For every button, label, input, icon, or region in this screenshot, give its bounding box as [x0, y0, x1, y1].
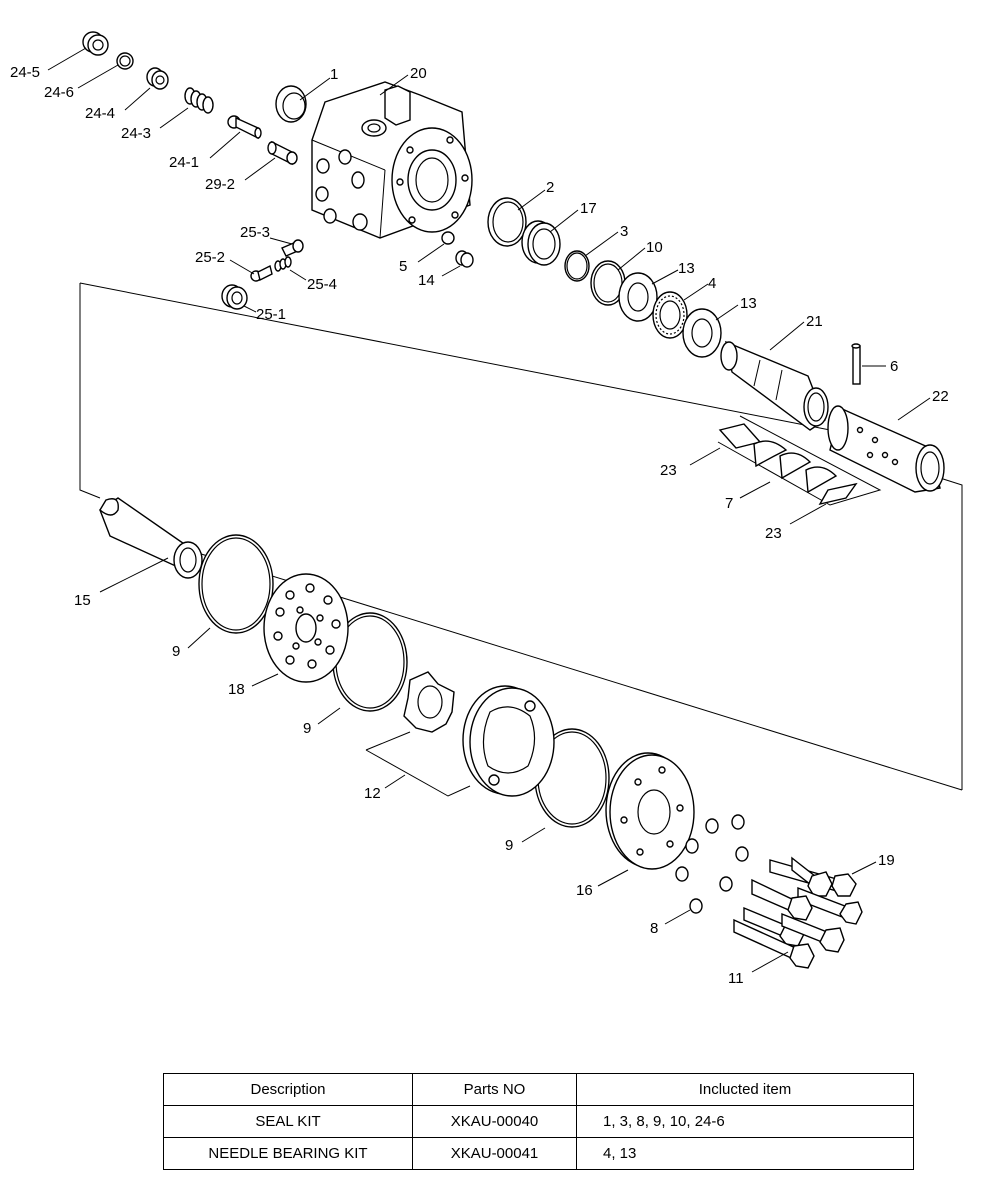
label-2: 2 — [546, 179, 554, 196]
part-8-washers — [675, 814, 749, 914]
part-5-ball — [441, 231, 455, 245]
part-25-1-plug — [221, 284, 248, 310]
part-9-o-ring-a — [198, 534, 274, 634]
label-1: 1 — [330, 66, 338, 83]
part-24-1-poppet — [227, 115, 262, 140]
part-4-needle-bearing — [652, 291, 688, 339]
part-2-ring — [487, 197, 527, 247]
label-16: 16 — [576, 882, 593, 899]
cell-description: NEEDLE BEARING KIT — [163, 1137, 413, 1170]
part-18-wear-plate — [263, 573, 349, 683]
cell-parts-no: XKAU-00041 — [412, 1137, 577, 1170]
part-21-spool — [720, 340, 829, 431]
part-24-6-o-ring — [116, 52, 134, 70]
label-5: 5 — [399, 258, 407, 275]
label-14: 14 — [418, 272, 435, 289]
part-24-4-seat — [146, 67, 169, 90]
label-6: 6 — [890, 358, 898, 375]
part-13-washer-a — [618, 272, 658, 322]
part-labels: 24-5 24-6 24-4 24-3 24-1 29-2 1 20 2 17 … — [10, 64, 949, 987]
label-12: 12 — [364, 785, 381, 802]
label-8: 8 — [650, 920, 658, 937]
label-10: 10 — [646, 239, 663, 256]
label-3: 3 — [620, 223, 628, 240]
label-17: 17 — [580, 200, 597, 217]
label-23-b: 23 — [765, 525, 782, 542]
part-11-19-bolts — [733, 856, 863, 969]
label-9-a: 9 — [172, 643, 180, 660]
part-22-sleeve — [827, 405, 945, 493]
header-included-item: Inclucted item — [576, 1073, 914, 1106]
part-3-o-ring — [564, 250, 590, 282]
label-11: 11 — [728, 970, 744, 987]
part-25-2-plug — [250, 264, 273, 282]
part-24-3-spring — [184, 87, 214, 114]
cell-parts-no: XKAU-00040 — [412, 1105, 577, 1138]
label-25-1: 25-1 — [256, 306, 286, 323]
label-18: 18 — [228, 681, 245, 698]
label-4: 4 — [708, 275, 716, 292]
part-25-4-spring — [274, 256, 292, 272]
label-19: 19 — [878, 852, 895, 869]
table-row: SEAL KIT XKAU-00040 1, 3, 8, 9, 10, 24-6 — [163, 1105, 914, 1138]
kit-table: Description Parts NO Inclucted item SEAL… — [163, 1073, 914, 1170]
leader-lines — [47, 47, 931, 973]
part-24-5-plug — [82, 31, 109, 56]
label-20: 20 — [410, 65, 427, 82]
part-12-gerotor-set — [365, 671, 555, 797]
label-25-4: 25-4 — [307, 276, 337, 293]
kit-table-header-row: Description Parts NO Inclucted item — [163, 1073, 914, 1106]
label-9-c: 9 — [505, 837, 513, 854]
part-15-drive-shaft — [99, 497, 203, 579]
part-6-pin — [851, 343, 861, 385]
part-1-seal — [275, 85, 307, 123]
assembly-guide-lines — [79, 282, 963, 791]
label-29-2: 29-2 — [205, 176, 235, 193]
label-24-1: 24-1 — [169, 154, 199, 171]
part-7-23-springs — [717, 415, 882, 506]
label-7: 7 — [725, 495, 733, 512]
label-22: 22 — [932, 388, 949, 405]
label-24-4: 24-4 — [85, 105, 115, 122]
label-9-b: 9 — [303, 720, 311, 737]
part-16-end-cap — [605, 752, 695, 870]
label-24-5: 24-5 — [10, 64, 40, 81]
part-20-housing — [311, 81, 473, 239]
label-13-a: 13 — [678, 260, 695, 277]
label-25-2: 25-2 — [195, 249, 225, 266]
label-24-6: 24-6 — [44, 84, 74, 101]
label-23-a: 23 — [660, 462, 677, 479]
table-row: NEEDLE BEARING KIT XKAU-00041 4, 13 — [163, 1137, 914, 1170]
part-13-washer-b — [682, 308, 722, 358]
label-15: 15 — [74, 592, 91, 609]
cell-included: 4, 13 — [576, 1137, 914, 1170]
part-29-2-check-valve — [267, 140, 298, 166]
header-parts-no: Parts NO — [412, 1073, 577, 1106]
header-description: Description — [163, 1073, 413, 1106]
label-13-b: 13 — [740, 295, 757, 312]
cell-included: 1, 3, 8, 9, 10, 24-6 — [576, 1105, 914, 1138]
label-21: 21 — [806, 313, 823, 330]
label-25-3: 25-3 — [240, 224, 270, 241]
cell-description: SEAL KIT — [163, 1105, 413, 1138]
part-14-plug — [455, 250, 474, 268]
label-24-3: 24-3 — [121, 125, 151, 142]
exploded-parts-diagram: 24-5 24-6 24-4 24-3 24-1 29-2 1 20 2 17 … — [10, 31, 963, 987]
part-17-seal — [521, 220, 561, 266]
